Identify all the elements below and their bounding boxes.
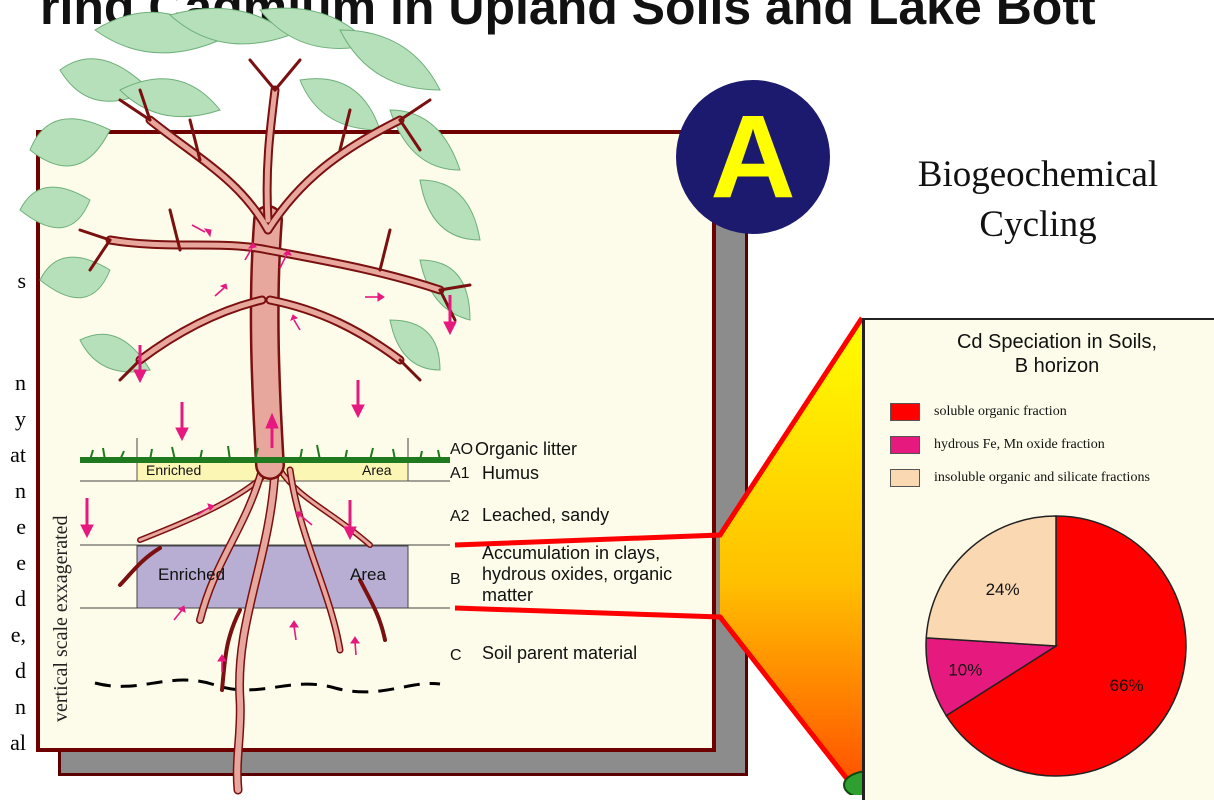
pie-slice-label: 10% [948, 660, 982, 679]
pie-slice-label: 66% [1110, 676, 1144, 695]
pie-slice-label: 24% [986, 580, 1020, 599]
